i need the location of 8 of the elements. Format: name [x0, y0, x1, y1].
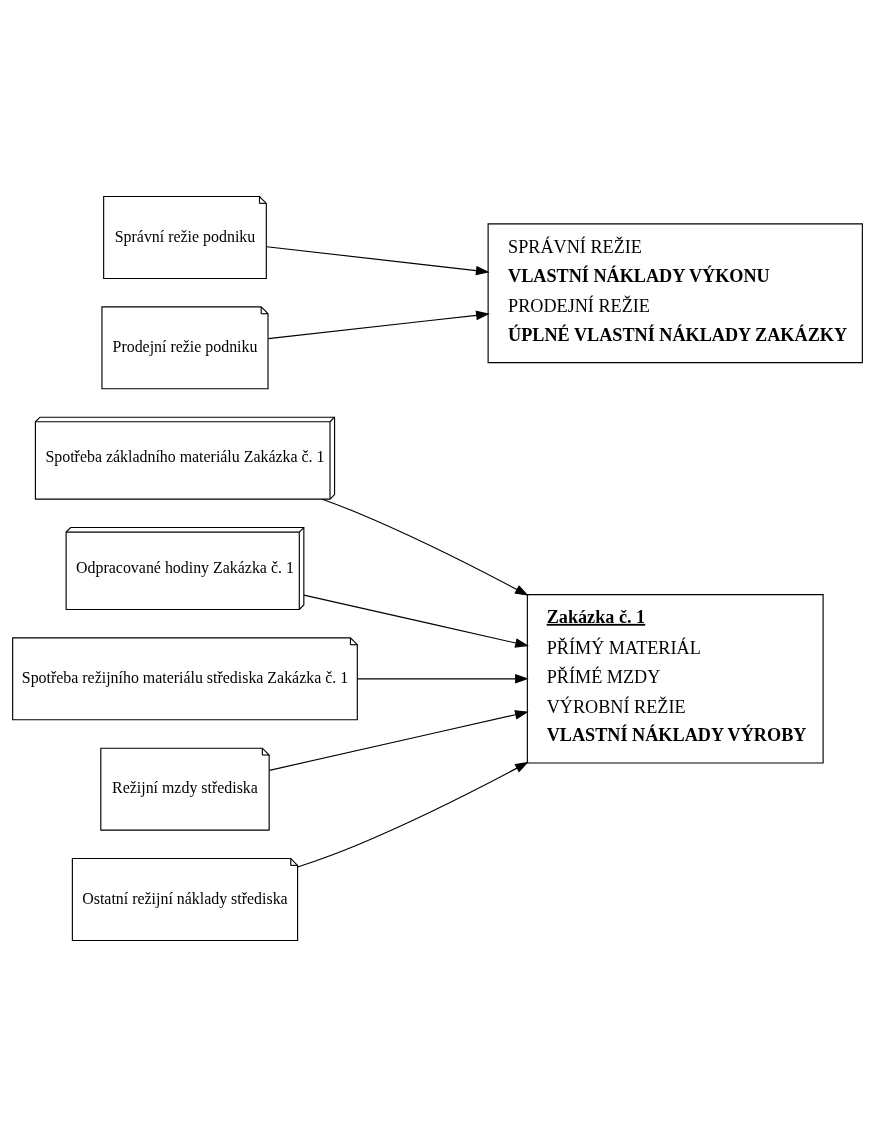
arrow	[267, 310, 490, 340]
arrow	[297, 761, 529, 868]
arrow	[266, 246, 490, 276]
node-box: Zakázka č. 1 PŘÍMÝ MATERIÁL PŘÍMÉ MZDY VÝROBNÍ REŽIE VLASTNÍ NÁKLADY VÝROBY	[526, 594, 824, 764]
arrow	[268, 710, 529, 771]
node-box: SPRÁVNÍ REŽIE VLASTNÍ NÁKLADY VÝKONU PRODEJNÍ REŽIE ÚPLNÉ VLASTNÍ NÁKLADY ZAKÁZKY	[487, 223, 863, 364]
arrow	[356, 674, 529, 684]
arrow	[321, 498, 529, 596]
